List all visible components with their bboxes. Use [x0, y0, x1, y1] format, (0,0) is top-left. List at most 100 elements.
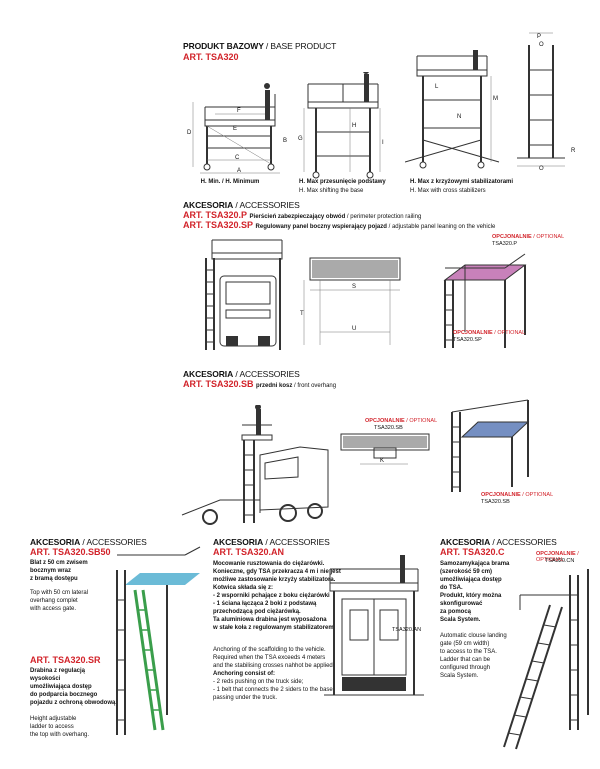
col1-desc-en-line: overhang complet: [30, 598, 78, 604]
col2-desc-pl: Mocowanie rusztowania do ciężarówki. Kon…: [213, 560, 341, 632]
base-title-en: BASE PRODUCT: [270, 41, 337, 51]
acc1-title-en: ACCESSORIES: [239, 200, 300, 210]
dim-label-u: U: [352, 326, 356, 332]
col2-desc-pl-line: Konieczne, gdy TSA przekracza 4 m i nie …: [213, 569, 341, 575]
dim-label-f: F: [237, 108, 241, 114]
col3-desc-pl-line: (szerokość 59 cm): [440, 569, 493, 575]
acc1-art2-code: ART. TSA320.SP: [183, 220, 254, 230]
col2-desc-pl-line: Mocowanie rusztowania do ciężarówki.: [213, 561, 325, 567]
dim-label-i: I: [382, 140, 384, 146]
col3-optional: OPCJONALNIE / OPTIONAL: [536, 551, 579, 563]
col3-drawing: [503, 569, 589, 750]
col2-title-pl: AKCESORIA: [213, 537, 264, 547]
acc1-optional-2: OPCJONALNIE / OPTIONAL: [453, 330, 526, 336]
acc2-optional-2-code: TSA320.SB: [481, 499, 510, 505]
col3-desc-pl-line: Scala System.: [440, 617, 481, 623]
col3-desc-en-line: Scala System.: [440, 673, 479, 679]
col2-desc-pl-line: - 1 ściana łącząca 2 boki z podstawą: [213, 601, 317, 607]
acc2-opt2-en: OPTIONAL: [525, 492, 554, 498]
col2-desc-en-line: passing under the truck.: [213, 695, 278, 701]
acc1-art2-pl: Regulowany panel boczny wspierający poja…: [255, 224, 387, 230]
col1-desc-en-line: with access gate.: [30, 606, 77, 612]
col2-code: TSA320.AN: [392, 627, 422, 633]
base-caption-2: H. Max przesunięcie podstawy: [299, 179, 386, 185]
col1-desc-pl: Blat z 50 cm zwisem bocznym wraz z bramą…: [30, 559, 88, 583]
dim-label-h: H: [352, 123, 356, 129]
acc2-art-en: front overhang: [297, 383, 337, 389]
dim-label-e: E: [233, 126, 237, 132]
base-title-pl: PRODUKT BAZOWY: [183, 41, 264, 51]
dim-label-l: L: [435, 84, 439, 90]
dim-label-t: T: [300, 311, 304, 317]
col2-art-code: ART. TSA320.AN: [213, 547, 285, 557]
col3-desc-en-line: gate (59 cm width): [440, 641, 490, 647]
col3-title-en: ACCESSORIES: [496, 537, 557, 547]
acc1-art1-en: perimeter protection railing: [350, 214, 422, 220]
col1-desc-en: Top with 50 cm lateral overhang complet …: [30, 589, 88, 613]
dim-label-m: M: [493, 96, 498, 102]
col3-optional-code: TSA320.CN: [545, 558, 575, 564]
acc1-truck-drawing: [205, 239, 283, 350]
col2-desc-pl-line: w stałe koła z regulowanym stabilizatore…: [213, 625, 336, 631]
col3-desc-pl: Samozamykająca brama (szerokość 59 cm) u…: [440, 560, 509, 624]
col1-art-code: ART. TSA320.SB50: [30, 547, 111, 557]
col3-desc-en-line: Automatic clouse landing: [440, 633, 507, 639]
dim-label-d: D: [187, 130, 192, 136]
col2-desc-en-line: Anchoring consist of:: [213, 671, 275, 677]
base-caption-3-en: H. Max with cross stabilizers: [410, 188, 486, 194]
base-drawing-cross: M L N: [405, 50, 500, 169]
acc1-3d-drawing: [443, 253, 527, 348]
col3-title-pl: AKCESORIA: [440, 537, 491, 547]
col3-desc-pl-line: do TSA.: [440, 585, 463, 591]
col3-desc-en-line: Ladder that can be: [440, 657, 491, 663]
acc1-topview-drawing: S T U: [300, 257, 401, 345]
acc2-optional-1-code: TSA320.SB: [374, 425, 403, 431]
col2-desc-en-line: - 1 belt that connects the 2 siders to t…: [213, 687, 333, 693]
acc1-opt2-pl: OPCJONALNIE: [453, 330, 493, 336]
dim-label-g: G: [298, 136, 303, 142]
col1-art2-code: ART. TSA320.SR: [30, 655, 101, 665]
col1-desc2-pl: Drabina z regulacją wysokości umożliwiaj…: [30, 667, 117, 707]
col1-desc2-en-line: ladder to access: [30, 724, 74, 730]
acc1-opt1-pl: OPCJONALNIE: [492, 234, 532, 240]
acc2-opt1-pl: OPCJONALNIE: [365, 418, 405, 424]
col1-section-title: AKCESORIA / ACCESSORIES: [30, 537, 147, 547]
col1-title-pl: AKCESORIA: [30, 537, 81, 547]
col1-desc2-en: Height adjustable ladder to access the t…: [30, 715, 89, 739]
base-caption-3: H. Max z krzyżowymi stabilizatorami: [410, 179, 514, 185]
acc1-optional-1: OPCJONALNIE / OPTIONAL: [492, 234, 565, 240]
col2-desc-en-line: Required when the TSA exceeds 4 meters: [213, 655, 326, 661]
acc2-title-en: ACCESSORIES: [239, 369, 300, 379]
col1-desc-en-line: Top with 50 cm lateral: [30, 590, 89, 596]
col3-desc-en: Automatic clouse landing gate (59 cm wid…: [440, 632, 507, 680]
col3-desc-pl-line: Samozamykająca brama: [440, 561, 510, 567]
base-caption-1: H. Min. / H. Minimum: [200, 179, 260, 185]
col1-title-en: ACCESSORIES: [86, 537, 147, 547]
acc1-title-pl: AKCESORIA: [183, 200, 234, 210]
col1-desc2-pl-line: Drabina z regulacją: [30, 668, 86, 674]
col1-desc2-pl-line: umożliwiająca dostęp: [30, 684, 92, 690]
col1-desc2-en-line: the top with overhang.: [30, 732, 90, 738]
acc1-opt1-en: OPTIONAL: [536, 234, 565, 240]
acc2-opt2-pl: OPCJONALNIE: [481, 492, 521, 498]
acc1-art2-en: adjustable panel leaning on the vehicle: [391, 224, 496, 230]
dim-label-q: Q: [539, 166, 544, 170]
base-drawing-shift: G H I: [298, 72, 384, 179]
col1-desc-pl-line: z bramą dostępu: [30, 576, 78, 582]
dim-label-r: R: [571, 148, 576, 154]
acc1-art1-pl: Pierścień zabezpieczający obwód: [249, 214, 346, 220]
acc1-optional-2-code: TSA320.SP: [453, 337, 482, 343]
col2-desc-en-line: - 2 reds pushing on the truck side;: [213, 679, 304, 685]
base-caption-2-en: H. Max shifting the base: [299, 188, 364, 194]
col3-opt-pl: OPCJONALNIE: [536, 551, 576, 557]
col3-section-title: AKCESORIA / ACCESSORIES: [440, 537, 557, 547]
col2-desc-pl-line: przechodzącą pod ciężarówką.: [213, 609, 301, 615]
dim-label-b: B: [283, 138, 287, 144]
col1-desc-pl-line: Blat z 50 cm zwisem: [30, 560, 88, 566]
dim-label-o: O: [539, 42, 544, 48]
col2-desc-en: Anchoring of the scaffolding to the vehi…: [213, 646, 334, 702]
col3-opt-en: OPTIONAL: [536, 557, 564, 563]
acc2-optional-1: OPCJONALNIE / OPTIONAL: [365, 418, 438, 424]
base-drawing-hmin: D F E C A B: [187, 83, 287, 174]
base-section-title: PRODUKT BAZOWY / BASE PRODUCT: [183, 41, 337, 51]
